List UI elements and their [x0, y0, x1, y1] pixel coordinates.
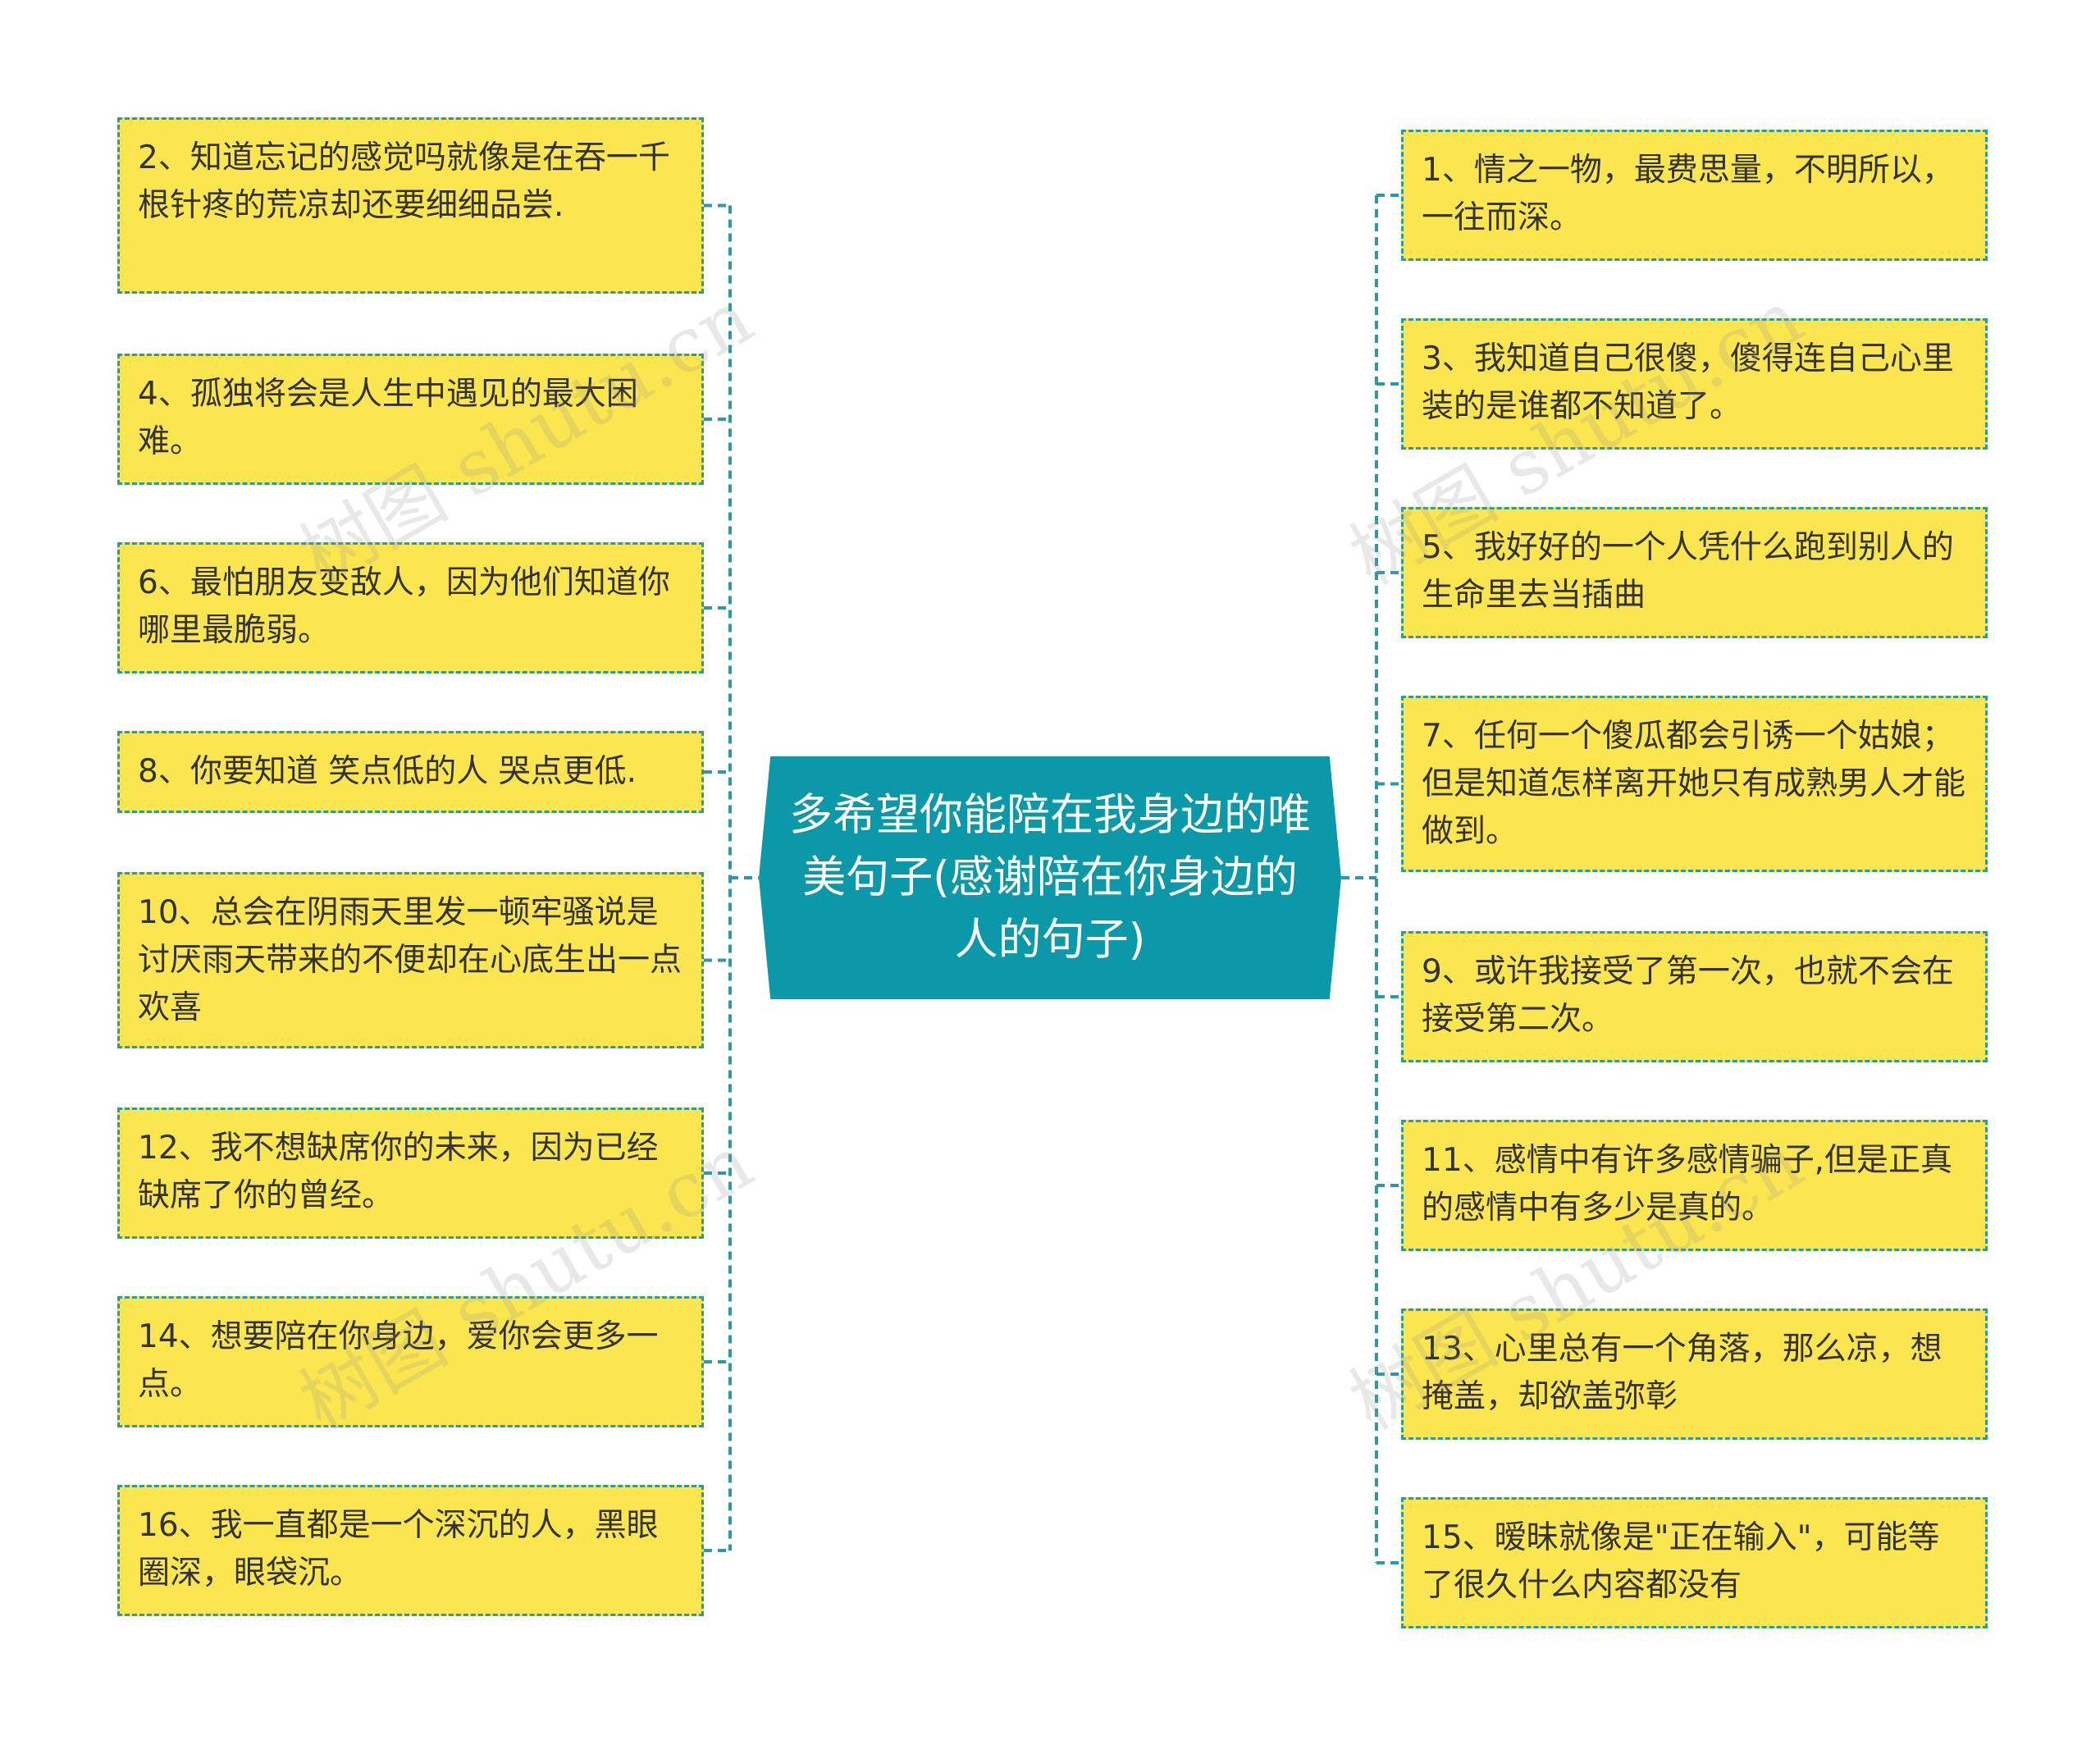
left-node-1[interactable]: 2、知道忘记的感觉吗就像是在吞一千根针疼的荒凉却还要细细品尝.	[117, 117, 704, 294]
left-node-8[interactable]: 16、我一直都是一个深沉的人，黑眼圈深，眼袋沉。	[117, 1485, 704, 1616]
right-node-4[interactable]: 7、任何一个傻瓜都会引诱一个姑娘；但是知道怎样离开她只有成熟男人才能做到。	[1401, 696, 1988, 872]
left-node-5[interactable]: 10、总会在阴雨天里发一顿牢骚说是讨厌雨天带来的不便却在心底生出一点欢喜	[117, 872, 704, 1048]
central-topic[interactable]: 多希望你能陪在我身边的唯美句子(感谢陪在你身边的人的句子)	[759, 756, 1341, 999]
right-node-5[interactable]: 9、或许我接受了第一次，也就不会在接受第二次。	[1401, 931, 1988, 1062]
left-node-7[interactable]: 14、想要陪在你身边，爱你会更多一点。	[117, 1296, 704, 1427]
left-node-2[interactable]: 4、孤独将会是人生中遇见的最大困难。	[117, 354, 704, 485]
right-node-6[interactable]: 11、感情中有许多感情骗子,但是正真的感情中有多少是真的。	[1401, 1120, 1988, 1251]
right-node-1[interactable]: 1、情之一物，最费思量，不明所以，一往而深。	[1401, 130, 1988, 261]
left-node-3[interactable]: 6、最怕朋友变敌人，因为他们知道你哪里最脆弱。	[117, 542, 704, 674]
right-node-8[interactable]: 15、暧昧就像是"正在输入"，可能等了很久什么内容都没有	[1401, 1497, 1988, 1628]
right-node-3[interactable]: 5、我好好的一个人凭什么跑到别人的生命里去当插曲	[1401, 507, 1988, 638]
left-node-6[interactable]: 12、我不想缺席你的未来，因为已经缺席了你的曾经。	[117, 1107, 704, 1239]
left-node-4[interactable]: 8、你要知道 笑点低的人 哭点更低.	[117, 731, 704, 813]
right-node-2[interactable]: 3、我知道自己很傻，傻得连自己心里装的是谁都不知道了。	[1401, 318, 1988, 450]
right-node-7[interactable]: 13、心里总有一个角落，那么凉，想掩盖，却欲盖弥彰	[1401, 1308, 1988, 1440]
